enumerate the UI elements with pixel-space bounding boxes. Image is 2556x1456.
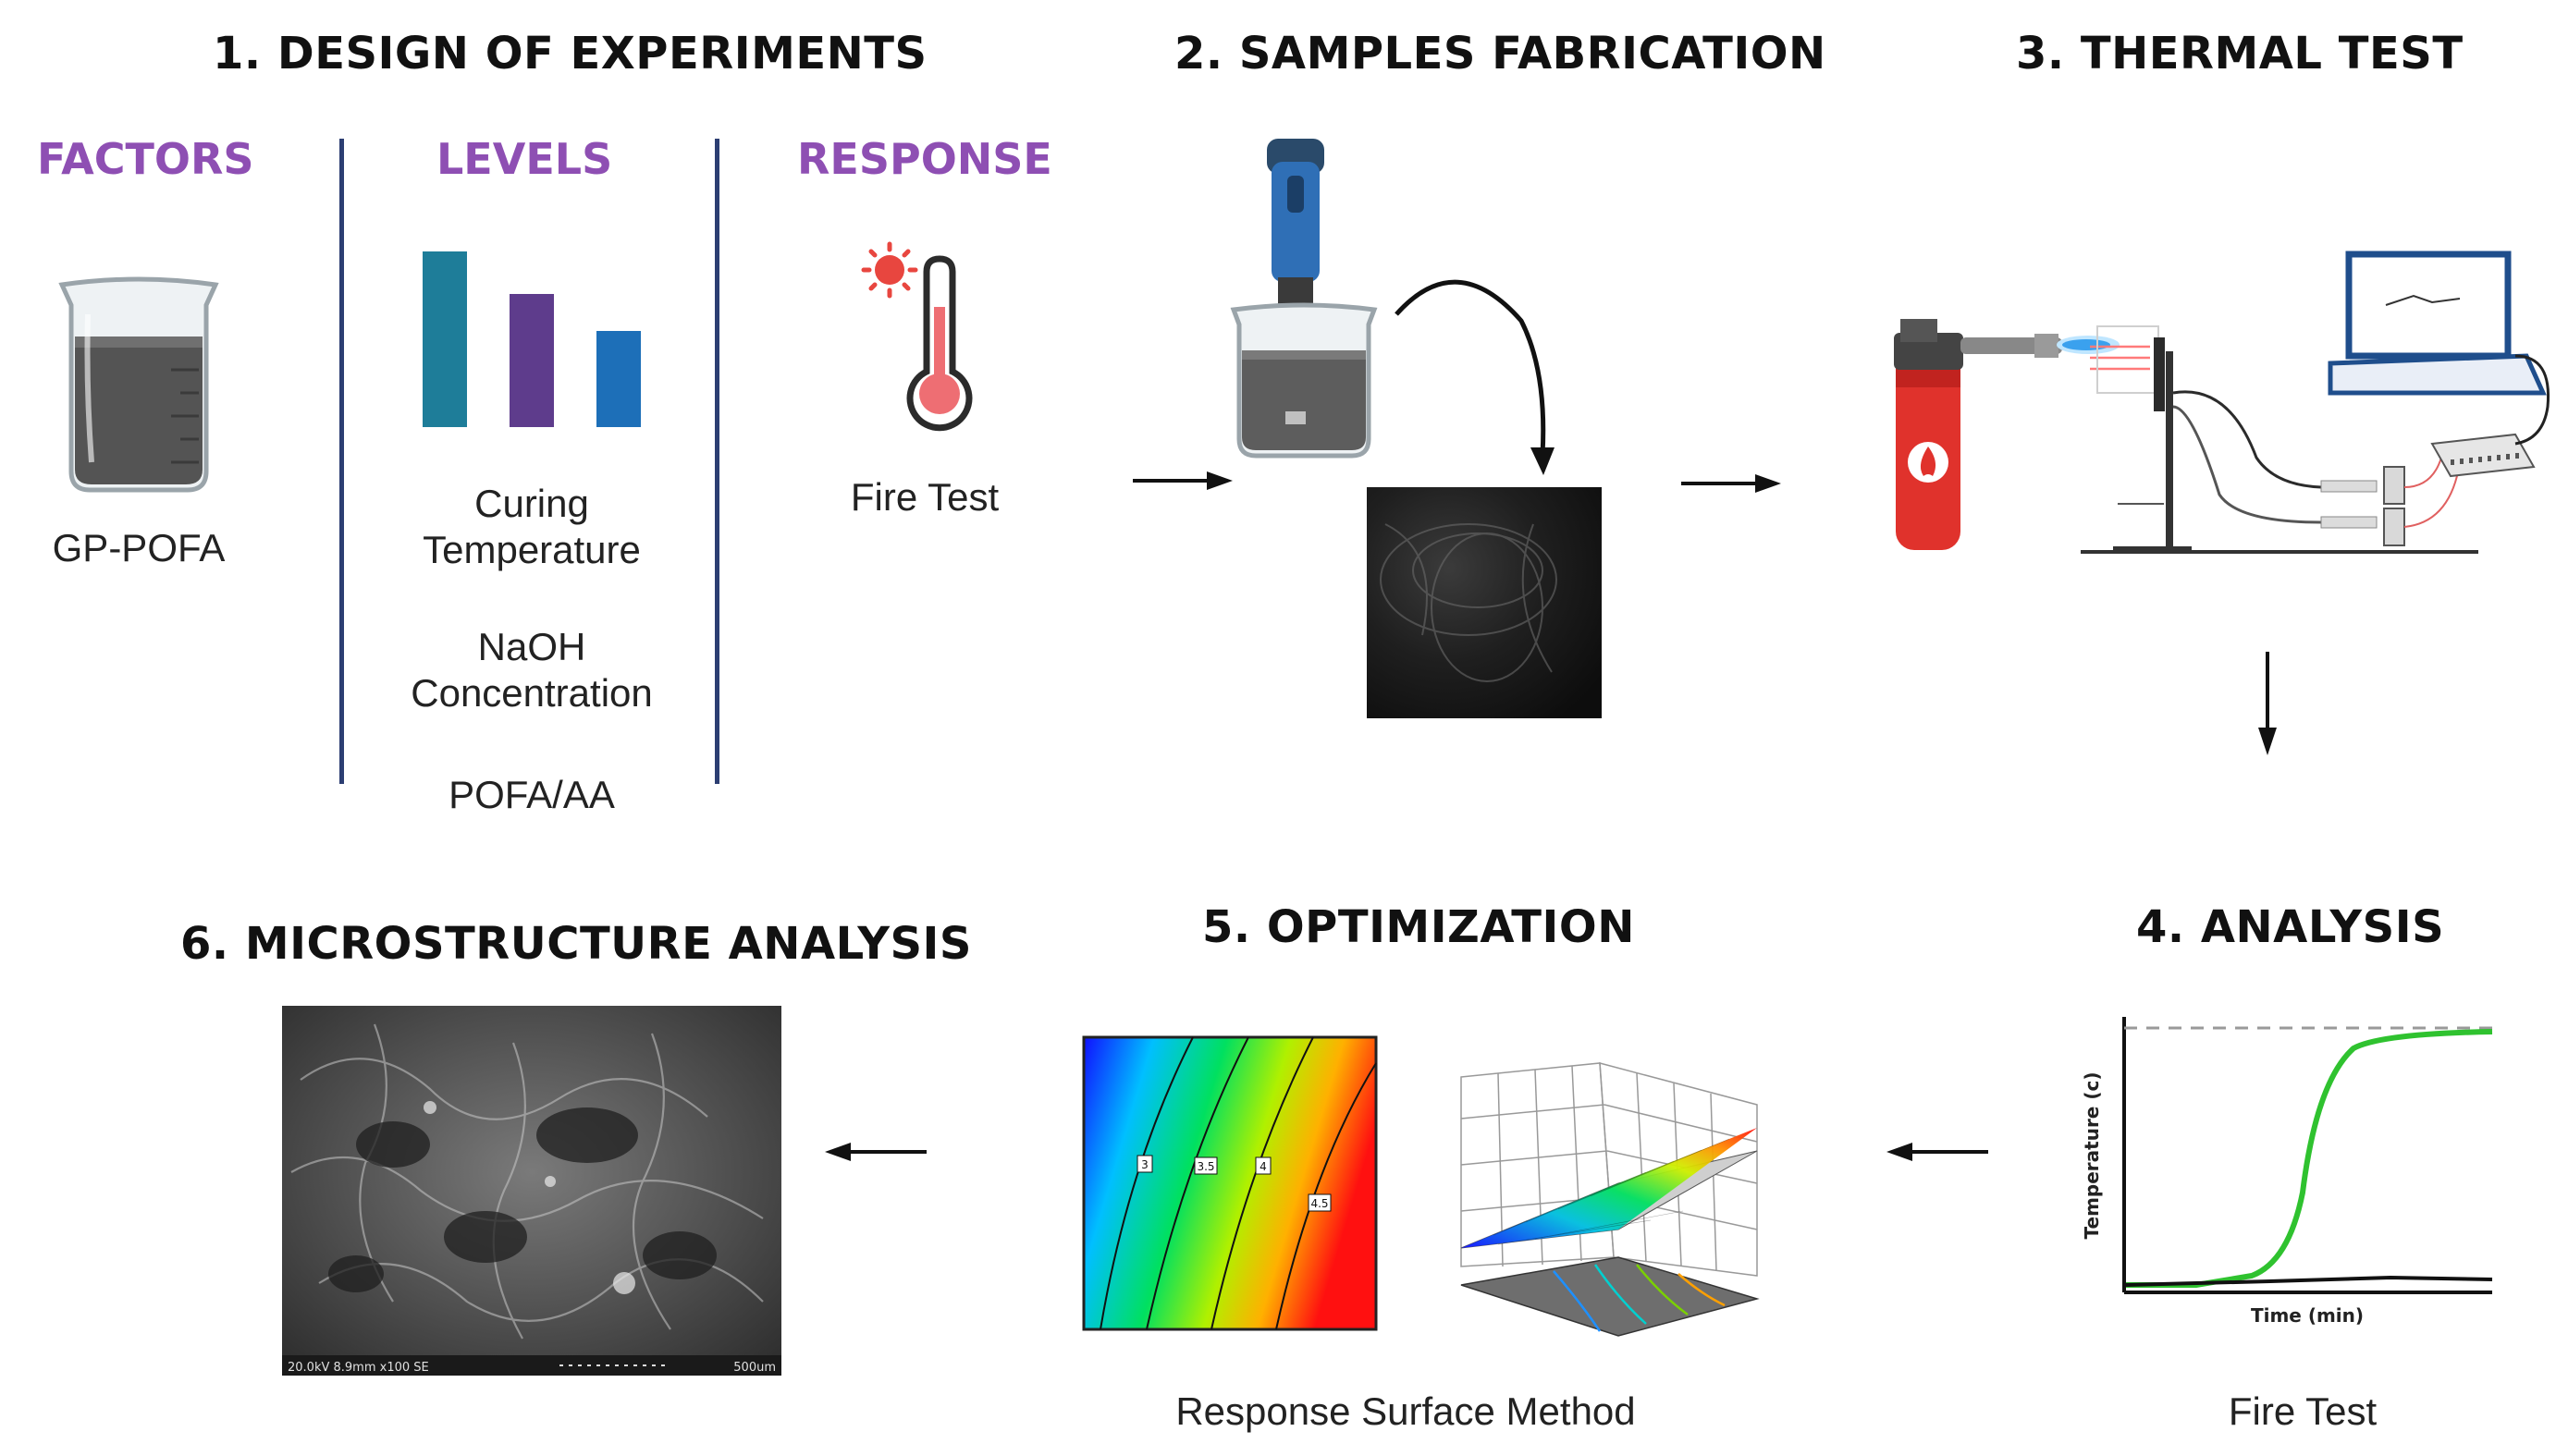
- thermometer-icon: [861, 241, 973, 432]
- level-curing-temperature: Curing Temperature: [423, 482, 641, 571]
- title-thermal-test: 3. THERMAL TEST: [2016, 28, 2464, 80]
- divider-left: [339, 139, 344, 784]
- curved-arrow-icon: [1395, 279, 1554, 475]
- sem-footer-left: 20.0kV 8.9mm x100 SE: [288, 1361, 429, 1375]
- title-samples-fabrication: 2. SAMPLES FABRICATION: [1174, 28, 1826, 80]
- torch-icon: [1894, 319, 2062, 550]
- title-design-of-experiments: 1. DESIGN OF EXPERIMENTS: [213, 28, 928, 80]
- arrow-1-to-2: [1133, 471, 1233, 490]
- arrow-4-to-5: [1886, 1143, 1988, 1161]
- title-microstructure-analysis: 6. MICROSTRUCTURE ANALYSIS: [180, 918, 972, 970]
- contour-plot: 3 3.5 4 4.5: [1082, 1035, 1378, 1331]
- arrow-3-to-4: [2258, 652, 2277, 755]
- mixer-beaker-icon: [1230, 139, 1378, 459]
- levels-heading: LEVELS: [436, 134, 613, 184]
- temperature-time-plot: Temperature (c) Time (min): [2081, 1017, 2493, 1327]
- arrow-5-to-6: [825, 1143, 927, 1161]
- level-naoh-concentration: NaOH Concentration: [411, 625, 653, 715]
- thermal-test-setup: [1894, 251, 2550, 554]
- analysis-caption: Fire Test: [2228, 1389, 2378, 1433]
- contour-label-3: 4.5: [1310, 1197, 1328, 1210]
- factor-label: GP-POFA: [52, 526, 226, 569]
- contour-label-0: 3: [1141, 1158, 1149, 1171]
- sem-footer-right: 500um: [733, 1361, 776, 1375]
- sun-icon: [861, 241, 918, 299]
- divider-right: [715, 139, 719, 784]
- plot-ylabel: Temperature (c): [2081, 1072, 2103, 1240]
- title-optimization: 5. OPTIMIZATION: [1202, 901, 1635, 953]
- sample-specimen-image: [1367, 487, 1602, 718]
- beaker-icon: [58, 276, 219, 493]
- surface-3d-plot: [1460, 1062, 1760, 1337]
- plot-xlabel: Time (min): [2251, 1304, 2364, 1327]
- flame-icon: [2057, 336, 2120, 354]
- factors-heading: FACTORS: [37, 134, 254, 184]
- response-label: Fire Test: [850, 475, 1000, 519]
- laptop-icon: [2328, 251, 2550, 446]
- title-analysis: 4. ANALYSIS: [2136, 901, 2445, 953]
- arrow-2-to-3: [1681, 474, 1781, 493]
- optimization-caption: Response Surface Method: [1175, 1389, 1636, 1433]
- data-logger-icon: [2430, 433, 2536, 478]
- level-pofa-aa: POFA/AA: [449, 773, 615, 816]
- contour-label-2: 4: [1260, 1160, 1267, 1173]
- sem-micrograph-image: 20.0kV 8.9mm x100 SE 500um: [282, 1006, 781, 1376]
- response-heading: RESPONSE: [797, 134, 1052, 184]
- contour-label-1: 3.5: [1197, 1160, 1214, 1173]
- levels-bar-icon: [423, 251, 641, 427]
